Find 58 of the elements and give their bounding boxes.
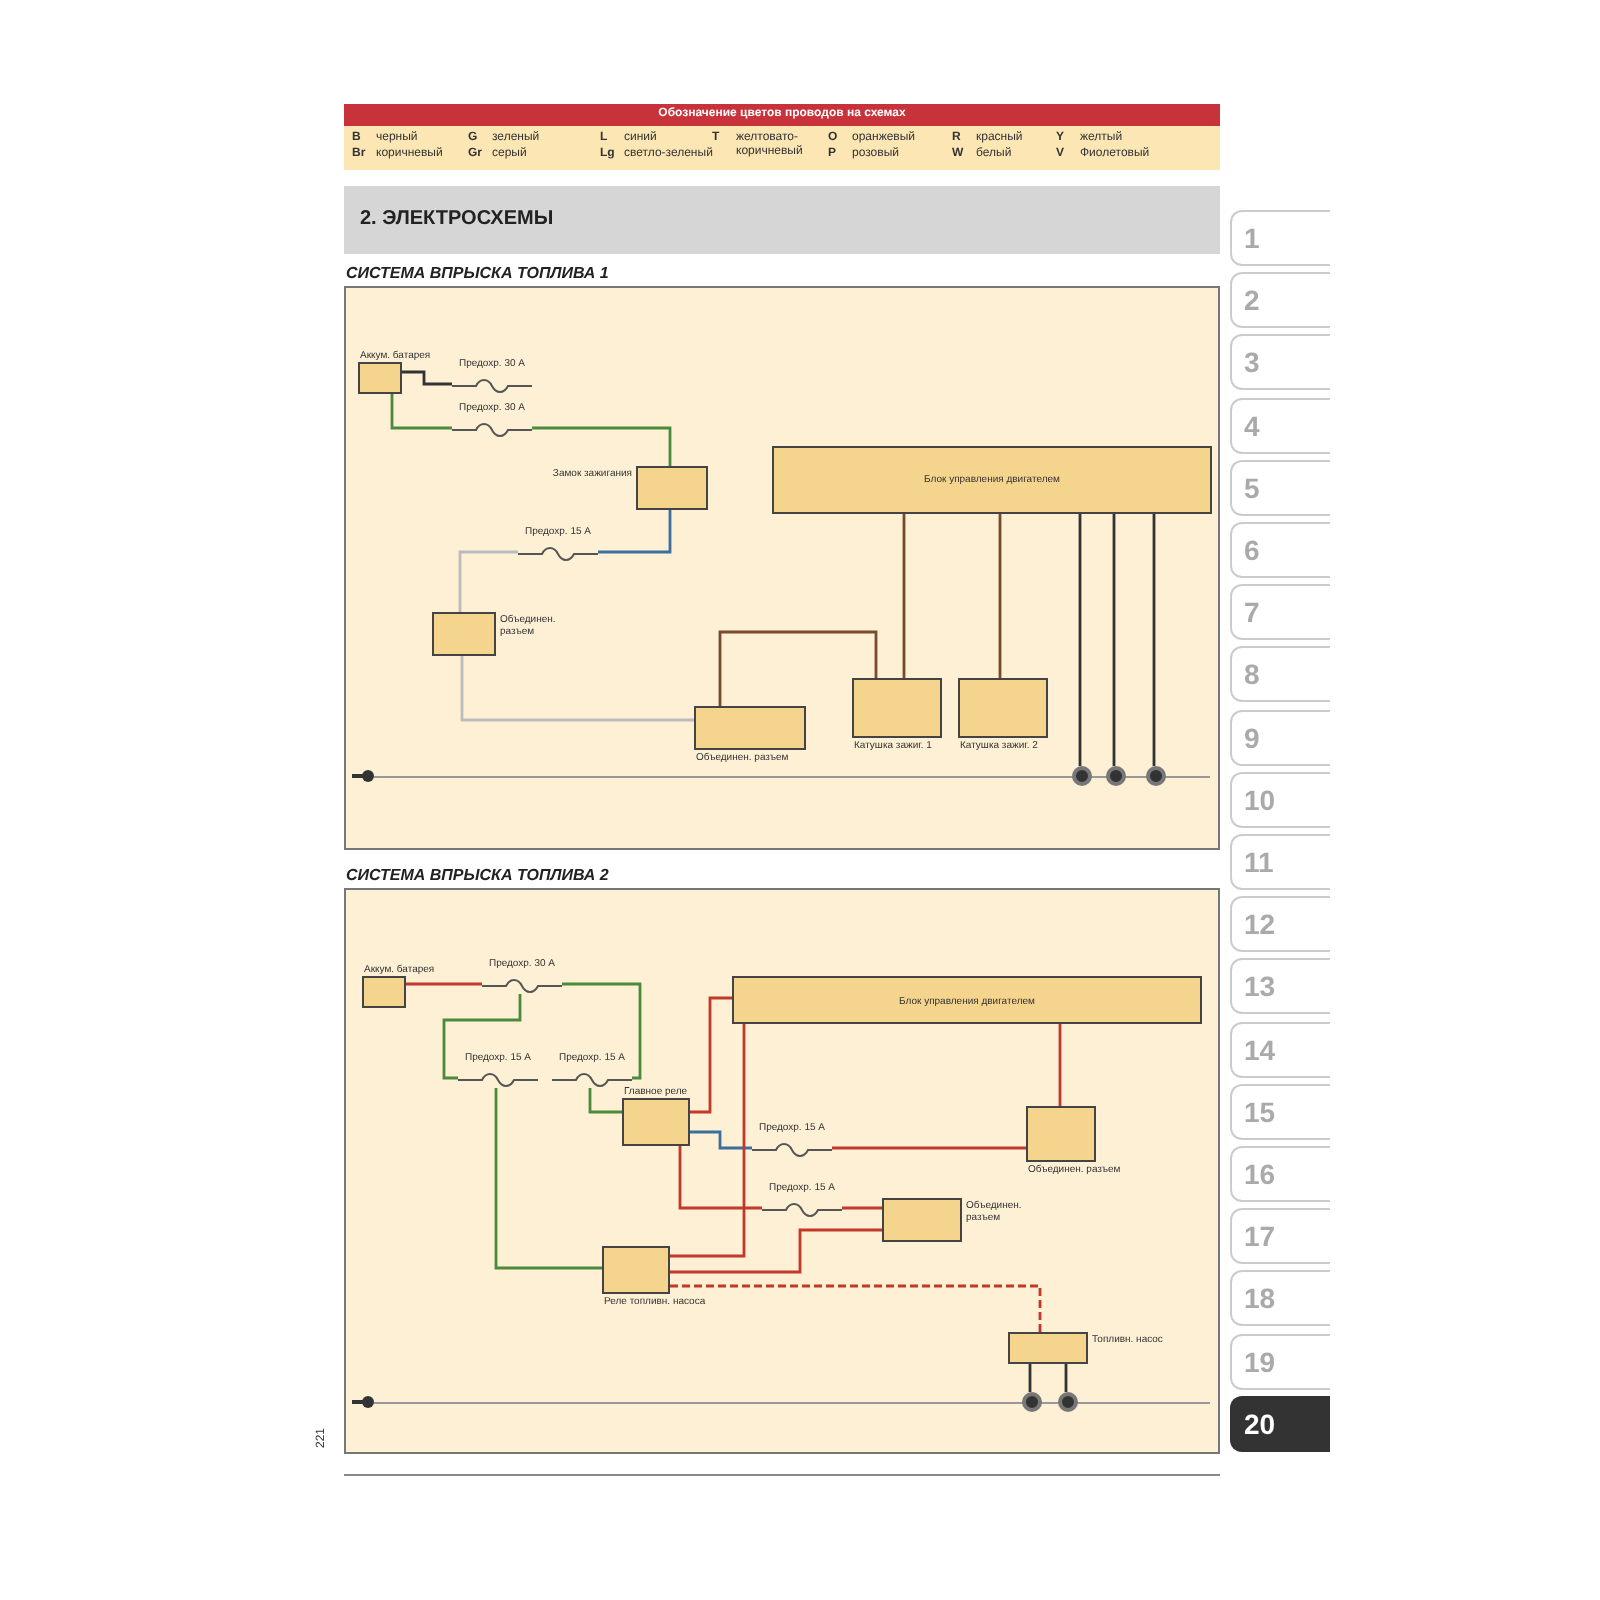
chapter-tab: 17 — [1230, 1208, 1330, 1265]
control-unit-box — [772, 446, 1212, 514]
chapter-tab: 19 — [1230, 1333, 1330, 1390]
wire — [842, 1206, 882, 1210]
wire — [562, 982, 642, 1080]
wire — [460, 656, 694, 722]
wire — [670, 1284, 1042, 1332]
wire — [598, 510, 672, 554]
wire — [1058, 1024, 1062, 1106]
panel-heading: СИСТЕМА ВПРЫСКА ТОПЛИВА 2 — [346, 866, 609, 884]
chapter-tab: 2 — [1230, 272, 1330, 329]
chapter-tab: 16 — [1230, 1146, 1330, 1202]
wire — [402, 370, 452, 386]
wire — [678, 1146, 762, 1210]
ground-terminal — [1072, 766, 1092, 786]
chapter-tab: 3 — [1230, 334, 1330, 391]
wire — [406, 982, 482, 986]
wire — [1152, 514, 1156, 766]
wire — [670, 1228, 882, 1274]
ground-terminal — [1146, 766, 1166, 786]
chapter-tab: 10 — [1230, 771, 1330, 828]
wire — [832, 1146, 1026, 1150]
wire — [532, 426, 672, 466]
chapter-tab: 15 — [1230, 1083, 1330, 1140]
ground-terminal — [1058, 1392, 1078, 1412]
wire — [494, 1088, 602, 1270]
wire — [902, 514, 906, 678]
wire — [690, 1130, 752, 1150]
chapter-tab: 4 — [1230, 397, 1330, 454]
chapter-tab: 1 — [1230, 210, 1330, 266]
chapter-tab: 6 — [1230, 522, 1330, 578]
panel-heading: СИСТЕМА ВПРЫСКА ТОПЛИВА 1 — [346, 264, 609, 282]
chapter-tab: 12 — [1230, 896, 1330, 953]
chapter-tab: 18 — [1230, 1270, 1330, 1327]
wire — [718, 630, 878, 706]
wire — [998, 514, 1002, 678]
section-bar: 2. ЭЛЕКТРОСХЕМЫ — [344, 186, 1220, 254]
chapter-tab: 5 — [1230, 459, 1330, 516]
wire — [442, 994, 522, 1080]
wire — [1078, 514, 1082, 766]
wire — [390, 394, 452, 430]
chapter-tab: 9 — [1230, 709, 1330, 766]
ground-terminal — [1106, 766, 1126, 786]
chapter-tab: 13 — [1230, 958, 1330, 1015]
wire — [458, 550, 518, 612]
chapter-tab: 11 — [1230, 834, 1330, 890]
wire — [588, 1088, 622, 1114]
control-unit-box — [732, 976, 1202, 1024]
ground-terminal — [1022, 1392, 1042, 1412]
wire — [690, 996, 732, 1114]
chapter-tab: 14 — [1230, 1021, 1330, 1078]
chapter-tab: 20 — [1230, 1395, 1330, 1452]
wire — [1112, 514, 1116, 766]
wire — [1028, 1364, 1032, 1392]
chapter-tab: 7 — [1230, 584, 1330, 641]
wire — [1064, 1364, 1068, 1392]
chapter-tab: 8 — [1230, 646, 1330, 703]
wire — [670, 1024, 746, 1258]
